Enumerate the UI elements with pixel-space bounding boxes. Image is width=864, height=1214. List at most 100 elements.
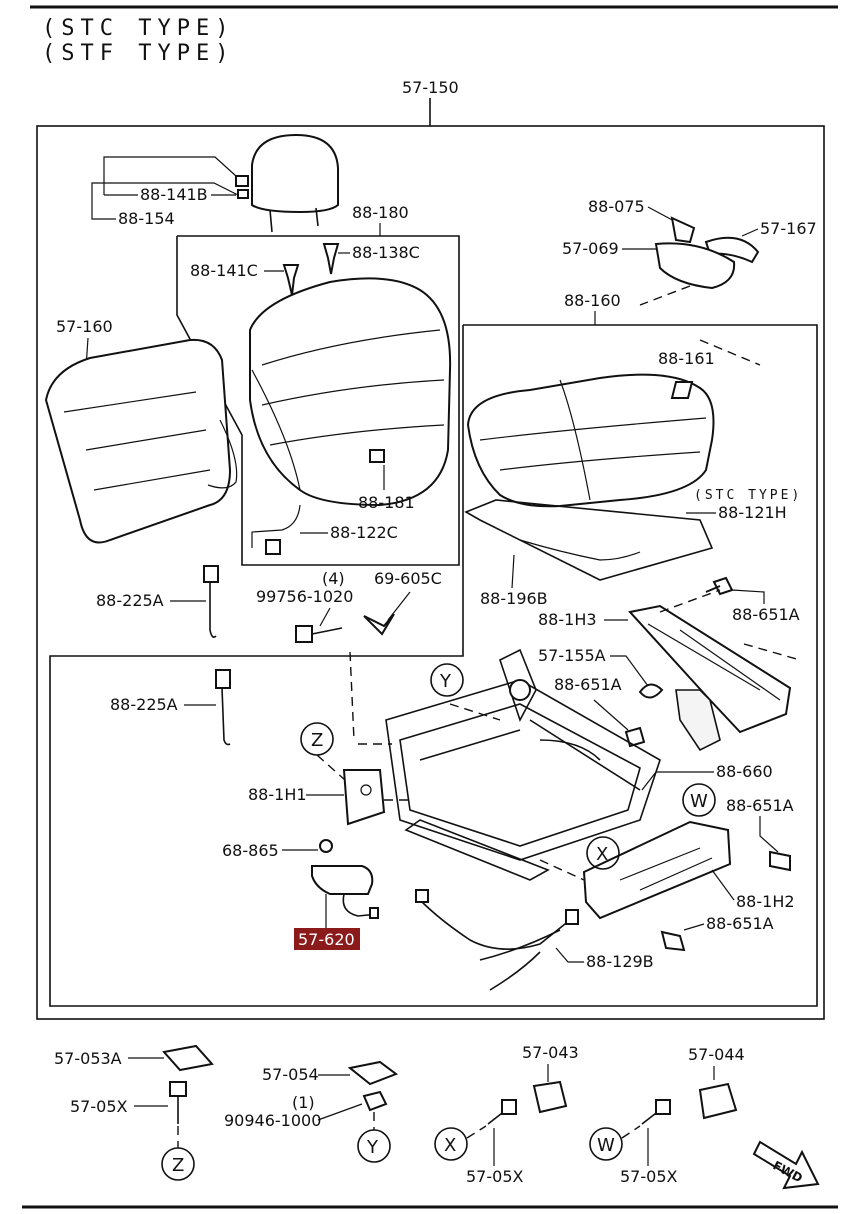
callout-88-1H2[interactable]: 88-1H2 (736, 892, 795, 911)
leader-88-660 (641, 771, 714, 791)
dash-frame-2 (449, 703, 501, 721)
clip-69-605C (363, 613, 395, 636)
dash-57-05X-2 (466, 1125, 487, 1139)
headrest (235, 133, 339, 233)
back-panel (44, 338, 238, 544)
callout-88-075[interactable]: 88-075 (588, 197, 645, 216)
buckle-57-620 (311, 865, 379, 919)
callout-88-651A-4[interactable]: 88-651A (706, 914, 774, 933)
grommet-88-138C (322, 243, 340, 275)
marker-Y-label: Y (439, 671, 452, 692)
dash-Z (316, 754, 346, 781)
callout-57-05X-2[interactable]: 57-05X (466, 1167, 523, 1186)
callout-88-181[interactable]: 88-181 (358, 493, 415, 512)
leader-57-167 (741, 228, 759, 237)
callout-88-121H[interactable]: 88-121H (718, 503, 787, 522)
screw-88-651A-2 (624, 726, 646, 748)
bolt-57-05X-3 (641, 1099, 671, 1125)
marker-W[interactable]: W (682, 783, 716, 817)
nut-90946-1000 (362, 1090, 388, 1112)
callout-57-620[interactable]: 57-620 (298, 930, 355, 949)
cover-88-1H2 (582, 820, 732, 920)
bolt-68-865 (319, 839, 333, 853)
callout-57-054[interactable]: 57-054 (262, 1065, 319, 1084)
highlight-57-620 (294, 928, 360, 950)
callout-68-865[interactable]: 68-865 (222, 841, 279, 860)
callout-88-180[interactable]: 88-180 (352, 203, 409, 222)
marker-Z-label: Z (311, 730, 323, 751)
leader-99756-1020 (319, 607, 331, 627)
connector-88-122C (265, 539, 281, 555)
marker-Z-bottom[interactable]: Z (161, 1147, 195, 1181)
marker-Z[interactable]: Z (300, 722, 334, 756)
harness-88-129B (415, 889, 579, 991)
part-57-054 (347, 1060, 399, 1086)
callout-88-651A-3[interactable]: 88-651A (726, 796, 794, 815)
leader-88-154 (91, 182, 239, 220)
dash-88-1H2 (539, 859, 585, 881)
callout-88-651A-1[interactable]: 88-651A (732, 605, 800, 624)
callout-57-150[interactable]: 57-150 (402, 78, 459, 97)
leader-88-1H2 (711, 869, 735, 901)
callout-57-043[interactable]: 57-043 (522, 1043, 579, 1062)
cover-57-069 (654, 242, 736, 290)
seatback-frame (176, 235, 460, 566)
callout-90946-1000[interactable]: 90946-1000 (224, 1111, 321, 1130)
callout-88-161[interactable]: 88-161 (658, 349, 715, 368)
leader-88-651A-4 (683, 923, 705, 931)
header-line-1: (STC TYPE) (42, 16, 234, 41)
assembly-frame (36, 125, 825, 1020)
marker-X-bottom[interactable]: X (434, 1127, 468, 1161)
callout-57-167[interactable]: 57-167 (760, 219, 817, 238)
callout-88-1H1[interactable]: 88-1H1 (248, 785, 307, 804)
callout-88-154[interactable]: 88-154 (118, 209, 175, 228)
callout-88-1H3[interactable]: 88-1H3 (538, 610, 597, 629)
screw-88-651A-4 (660, 930, 686, 952)
callout-88-225A-2[interactable]: 88-225A (110, 695, 178, 714)
callout-88-225A-1[interactable]: 88-225A (96, 591, 164, 610)
part-57-053A (162, 1044, 214, 1072)
callout-99756-1020[interactable]: 99756-1020 (256, 587, 353, 606)
marker-W-bottom[interactable]: W (589, 1127, 623, 1161)
tag-88-161 (670, 381, 694, 399)
marker-X[interactable]: X (586, 836, 620, 870)
callout-57-044[interactable]: 57-044 (688, 1045, 745, 1064)
leader-88-651A-1 (731, 589, 765, 604)
callout-88-141B[interactable]: 88-141B (140, 185, 208, 204)
screw-88-651A-3 (769, 850, 791, 872)
callout-88-122C[interactable]: 88-122C (330, 523, 398, 542)
leader-69-605C (387, 591, 411, 621)
callout-88-660[interactable]: 88-660 (716, 762, 773, 781)
callout-88-138C[interactable]: 88-138C (352, 243, 420, 262)
variant-label: (STC TYPE) (694, 488, 802, 503)
marker-W-bottom-label: W (597, 1135, 615, 1156)
callout-57-160[interactable]: 57-160 (56, 317, 113, 336)
clip-88-225A-2 (215, 669, 231, 746)
callout-88-651A-2[interactable]: 88-651A (554, 675, 622, 694)
callout-qty-1[interactable]: (1) (292, 1093, 315, 1112)
marker-Y[interactable]: Y (430, 663, 464, 697)
seat-frame (385, 648, 661, 881)
callout-qty-4[interactable]: (4) (322, 569, 345, 588)
dash-88-651A-1 (659, 589, 721, 613)
marker-Y-bottom[interactable]: Y (357, 1129, 391, 1163)
clip-88-225A-1 (203, 565, 219, 638)
fwd-arrow: FWD (752, 1140, 820, 1190)
callout-88-160[interactable]: 88-160 (564, 291, 621, 310)
callout-88-196B[interactable]: 88-196B (480, 589, 548, 608)
seat-cushion (466, 373, 715, 508)
callout-88-141C[interactable]: 88-141C (190, 261, 258, 280)
callout-88-129B[interactable]: 88-129B (586, 952, 654, 971)
callout-69-605C[interactable]: 69-605C (374, 569, 442, 588)
callout-57-053A[interactable]: 57-053A (54, 1049, 122, 1068)
part-57-044 (698, 1082, 738, 1120)
callout-57-155A[interactable]: 57-155A (538, 646, 606, 665)
callout-57-069[interactable]: 57-069 (562, 239, 619, 258)
screw-88-651A-1 (705, 576, 734, 596)
callout-57-05X-1[interactable]: 57-05X (70, 1097, 127, 1116)
harness-88-122C (251, 504, 301, 548)
leader-88-196B (511, 554, 515, 589)
callout-57-05X-3[interactable]: 57-05X (620, 1167, 677, 1186)
bolt-57-05X-1 (169, 1081, 187, 1124)
